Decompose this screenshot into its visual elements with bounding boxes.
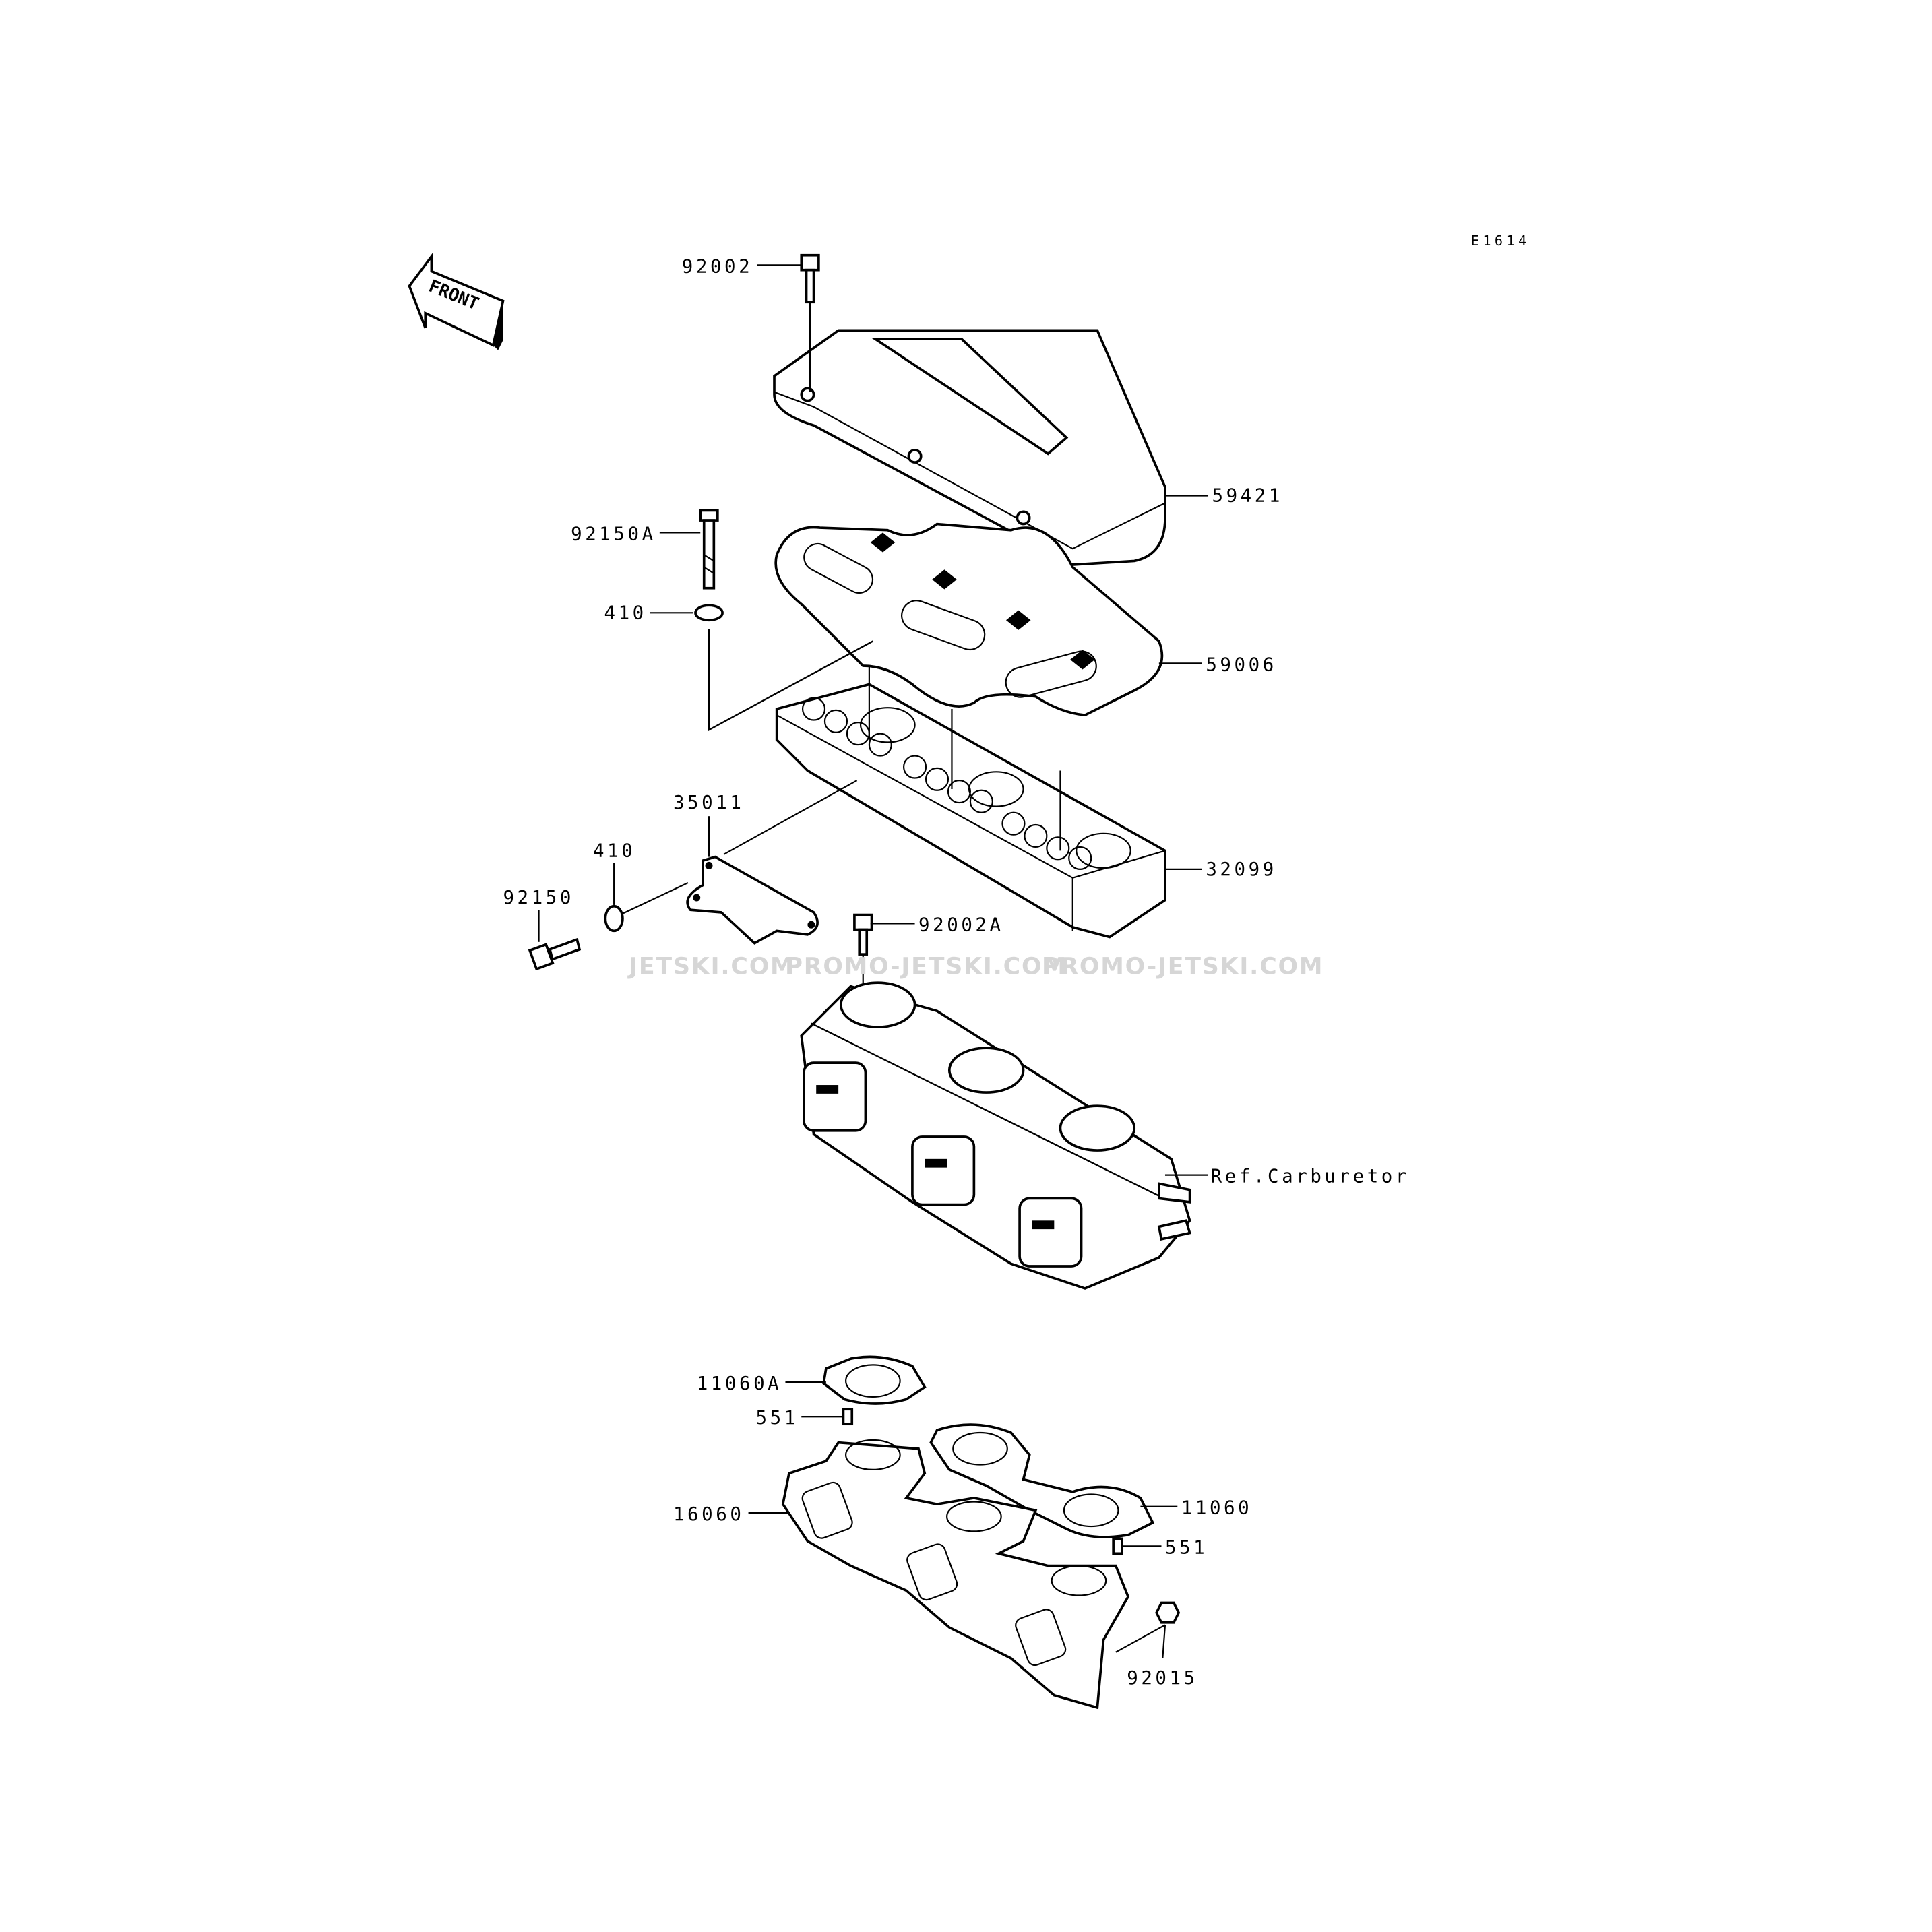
- label-59006[interactable]: 59006: [1206, 654, 1276, 675]
- pin-551-right: [1112, 1537, 1123, 1555]
- label-410-top[interactable]: 410: [604, 602, 647, 623]
- watermark-2: PROMO-JETSKI.COM: [785, 953, 1067, 980]
- nut-92015: [1115, 1601, 1181, 1658]
- label-35011[interactable]: 35011: [673, 792, 744, 813]
- label-11060[interactable]: 11060: [1181, 1498, 1252, 1519]
- label-92015[interactable]: 92015: [1127, 1668, 1197, 1689]
- gasket-11060: [929, 1423, 1155, 1538]
- bolt-92150: [528, 910, 582, 971]
- label-92150a[interactable]: 92150A: [571, 524, 656, 544]
- front-arrow-icon: FRONT: [408, 253, 505, 350]
- washer-410-left: [604, 904, 624, 933]
- label-32099[interactable]: 32099: [1206, 859, 1276, 880]
- carburetor-assembly: [800, 981, 1191, 1290]
- bolt-92002a: [853, 913, 873, 987]
- gasket-11060a: [822, 1355, 927, 1405]
- bolt-92002: [800, 253, 820, 392]
- gasket-59006: [774, 522, 1164, 717]
- air-case: [775, 665, 1166, 939]
- label-551-top[interactable]: 551: [756, 1408, 799, 1429]
- label-16060[interactable]: 16060: [673, 1504, 744, 1525]
- bracket-35011: [686, 780, 858, 945]
- label-551-right[interactable]: 551: [1165, 1537, 1208, 1558]
- label-11060a[interactable]: 11060A: [697, 1373, 782, 1394]
- washer-410: [694, 604, 724, 622]
- watermark-1: JETSKI.COM: [627, 953, 794, 980]
- leader-lines: [650, 264, 1209, 1547]
- bolt-92150a: [699, 509, 719, 590]
- diagram-code: E1614: [1471, 232, 1530, 249]
- label-92150[interactable]: 92150: [503, 887, 573, 908]
- pin-551-top: [842, 1408, 854, 1426]
- watermark-3: PROMO-JETSKI.COM: [1042, 953, 1323, 980]
- label-92002a[interactable]: 92002A: [918, 914, 1004, 935]
- label-59421[interactable]: 59421: [1212, 486, 1283, 507]
- label-ref-carburetor[interactable]: Ref.Carburetor: [1211, 1166, 1410, 1187]
- label-410-left[interactable]: 410: [593, 841, 635, 862]
- manifold-16060: [781, 1439, 1130, 1710]
- label-92002[interactable]: 92002: [682, 256, 753, 277]
